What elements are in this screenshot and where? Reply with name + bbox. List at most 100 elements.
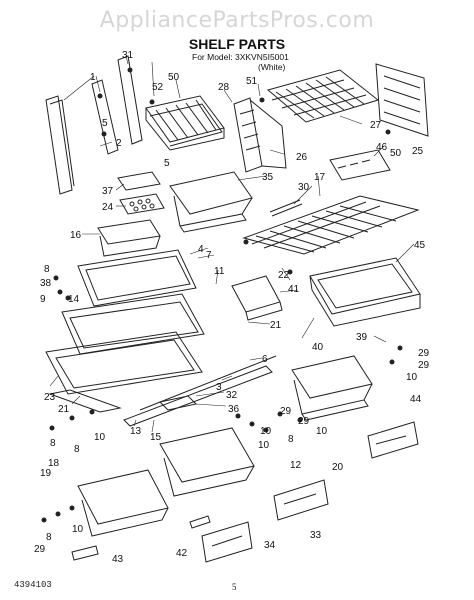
callout: 50 [390, 148, 402, 159]
callout: 44 [410, 394, 422, 405]
callout: 22 [278, 270, 290, 281]
callout: 50 [168, 72, 180, 83]
glass-shelf-middle [61, 293, 205, 355]
callout: 40 [312, 342, 324, 353]
page-number: 5 [232, 582, 237, 592]
callout: 13 [130, 426, 142, 437]
callout: 15 [150, 432, 162, 443]
callout: 33 [310, 530, 322, 541]
callout: 43 [112, 554, 124, 565]
callout: 10 [258, 440, 270, 451]
callout-labels: 31 1 5 2 5 52 50 28 51 27 46 50 25 26 37… [34, 50, 430, 565]
callout: 5 [164, 158, 170, 169]
callout: 8 [50, 438, 56, 449]
callout: 3 [216, 382, 222, 393]
rod-30 [269, 199, 303, 217]
door-rack-25 [375, 63, 429, 137]
callout: 45 [414, 240, 426, 251]
callout: 29 [280, 406, 292, 417]
callout: 23 [44, 392, 56, 403]
callout: 31 [122, 50, 134, 61]
callout: 8 [46, 532, 52, 543]
callout: 20 [332, 462, 344, 473]
crisper-drawer-middle [159, 427, 255, 497]
callout: 10 [72, 524, 84, 535]
callout: 17 [314, 172, 326, 183]
leader-lines [49, 55, 415, 433]
callout: 8 [74, 444, 80, 455]
callout: 18 [48, 458, 60, 469]
watermark: AppliancePartsPros.com [99, 8, 375, 33]
rail-31 [117, 55, 143, 145]
fasteners [41, 67, 403, 523]
model-line: For Model: 3XKVN5I5001 [192, 52, 289, 62]
callout: 10 [406, 372, 418, 383]
callout: 10 [316, 426, 328, 437]
bin-16 [97, 219, 161, 257]
callout: 26 [296, 152, 308, 163]
drawer-front-34 [201, 521, 253, 563]
callout: 52 [152, 82, 164, 93]
callout: 19 [40, 468, 52, 479]
callout: 16 [70, 230, 82, 241]
callout: 1 [90, 72, 96, 83]
callout: 29 [418, 360, 430, 371]
callout: 7 [206, 250, 212, 261]
callout: 8 [44, 264, 50, 275]
callout: 4 [198, 244, 204, 255]
callout: 38 [40, 278, 52, 289]
wire-basket-52 [145, 95, 225, 151]
callout: 51 [246, 76, 258, 87]
callout: 36 [228, 404, 240, 415]
egg-tray-24 [119, 193, 165, 215]
callout: 10 [94, 432, 106, 443]
wire-shelf-27 [266, 69, 380, 123]
glass-shelf-45 [309, 257, 421, 327]
shelf-light-46 [329, 149, 391, 181]
left-rail-1 [45, 95, 75, 195]
callout: 30 [298, 182, 310, 193]
drawer-front-44 [367, 421, 419, 459]
rail-2 [91, 79, 119, 155]
callout: 29 [298, 416, 310, 427]
callout: 11 [214, 266, 225, 277]
wire-shelf-17 [242, 195, 420, 255]
callout: 39 [356, 332, 368, 343]
callout: 29 [34, 544, 46, 555]
model-variant: (White) [258, 62, 286, 72]
document-number: 4394103 [14, 580, 52, 590]
crisper-drawer-left [77, 469, 169, 537]
lid-37 [117, 171, 161, 191]
callout: 37 [102, 186, 114, 197]
callout: 2 [116, 138, 122, 149]
diagram-title: SHELF PARTS [188, 36, 286, 52]
callout: 32 [226, 390, 238, 401]
callout: 46 [376, 142, 388, 153]
callout: 9 [40, 294, 46, 305]
glass-shelf-upper [77, 249, 197, 307]
callout: 29 [418, 348, 430, 359]
callout: 5 [102, 118, 108, 129]
callout: 41 [288, 284, 300, 295]
callout: 28 [218, 82, 230, 93]
glass-shelf-lower [45, 331, 203, 395]
callout: 21 [270, 320, 282, 331]
callout: 35 [262, 172, 274, 183]
callout: 6 [262, 354, 268, 365]
callout: 27 [370, 120, 382, 131]
callout: 14 [68, 294, 80, 305]
deli-drawer-35 [169, 171, 253, 233]
ladder-bracket-26 [233, 97, 287, 173]
callout: 34 [264, 540, 276, 551]
callout: 8 [288, 434, 294, 445]
callout: 12 [290, 460, 302, 471]
callout: 10 [260, 426, 272, 437]
clip-42 [189, 515, 211, 529]
divider-41 [231, 275, 283, 321]
drawer-front-33 [273, 479, 329, 521]
callout: 21 [58, 404, 70, 415]
callout: 42 [176, 548, 188, 559]
callout: 25 [412, 146, 424, 157]
